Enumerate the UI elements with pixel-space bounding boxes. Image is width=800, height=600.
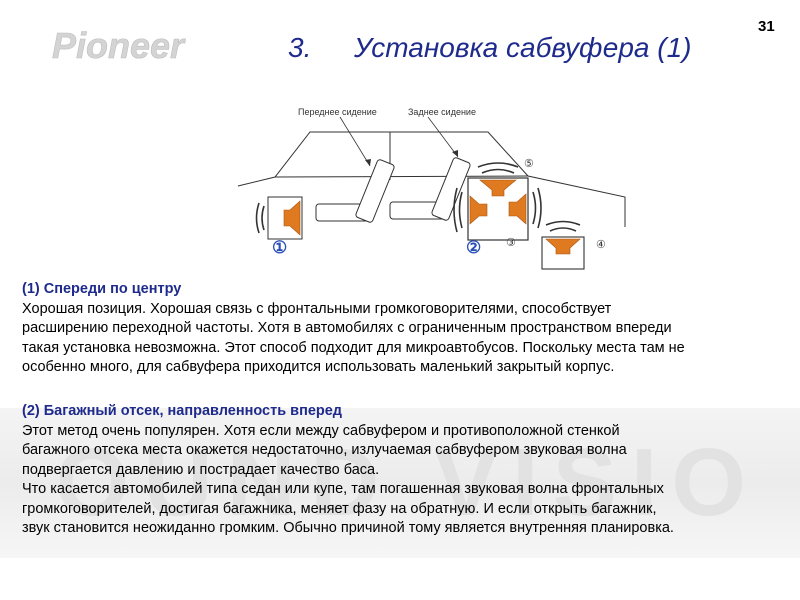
section-line: Этот метод очень популярен. Хотя если ме… bbox=[22, 422, 620, 439]
svg-text:SOUND VISION: SOUND VISION bbox=[60, 430, 760, 536]
section-heading: (2) Багажный отсек, направленность впере… bbox=[22, 403, 343, 419]
marker-position-1: ① bbox=[272, 238, 288, 257]
car-outline bbox=[237, 116, 626, 270]
section-line: Хорошая позиция. Хорошая связь с фронтал… bbox=[22, 300, 612, 317]
section-trunk-forward: (2) Багажный отсек, направленность впере… bbox=[22, 402, 782, 539]
section-front-center: (1) Спереди по центру Хорошая позиция. Х… bbox=[22, 280, 782, 378]
watermark-band bbox=[0, 408, 800, 558]
section-line: такая установка невозможна. Этот способ … bbox=[22, 339, 685, 356]
svg-text:Pioneer: Pioneer bbox=[52, 28, 186, 66]
watermark-logo: SOUND VISION bbox=[60, 430, 760, 536]
marker-position-2: ② bbox=[466, 238, 482, 257]
marker-position-3: ③ bbox=[506, 237, 516, 249]
section-line: особенно много, для сабвуфера приходится… bbox=[22, 359, 615, 375]
marker-position-4: ④ bbox=[596, 239, 606, 251]
section-heading: (1) Спереди по центру bbox=[22, 281, 182, 297]
section-line: багажного отсека места окажется недостат… bbox=[22, 442, 627, 458]
pioneer-logo: Pioneer bbox=[52, 28, 187, 66]
title-text: Установка сабвуфера (1) bbox=[354, 32, 692, 63]
section-line: звук становится неожиданно громким. Обыч… bbox=[22, 520, 674, 536]
section-line: Что касается автомобилей типа седан или … bbox=[22, 481, 664, 497]
section-line: громкоговорителей, достигая багажника, м… bbox=[22, 500, 657, 517]
car-diagram: Переднее сидение Заднее сидение bbox=[230, 100, 650, 280]
section-line: подвергается давлению и пострадает качес… bbox=[22, 461, 380, 478]
section-line: расширению переходной частоты. Хотя в ав… bbox=[22, 320, 672, 336]
marker-position-5: ⑤ bbox=[524, 158, 534, 170]
rear-seat-label: Заднее сидение bbox=[408, 107, 476, 117]
page-number: 31 bbox=[758, 18, 775, 35]
page-title: 3. Установка сабвуфера (1) bbox=[288, 32, 691, 64]
front-seat-label: Переднее сидение bbox=[298, 107, 377, 117]
title-number: 3. bbox=[288, 32, 312, 63]
